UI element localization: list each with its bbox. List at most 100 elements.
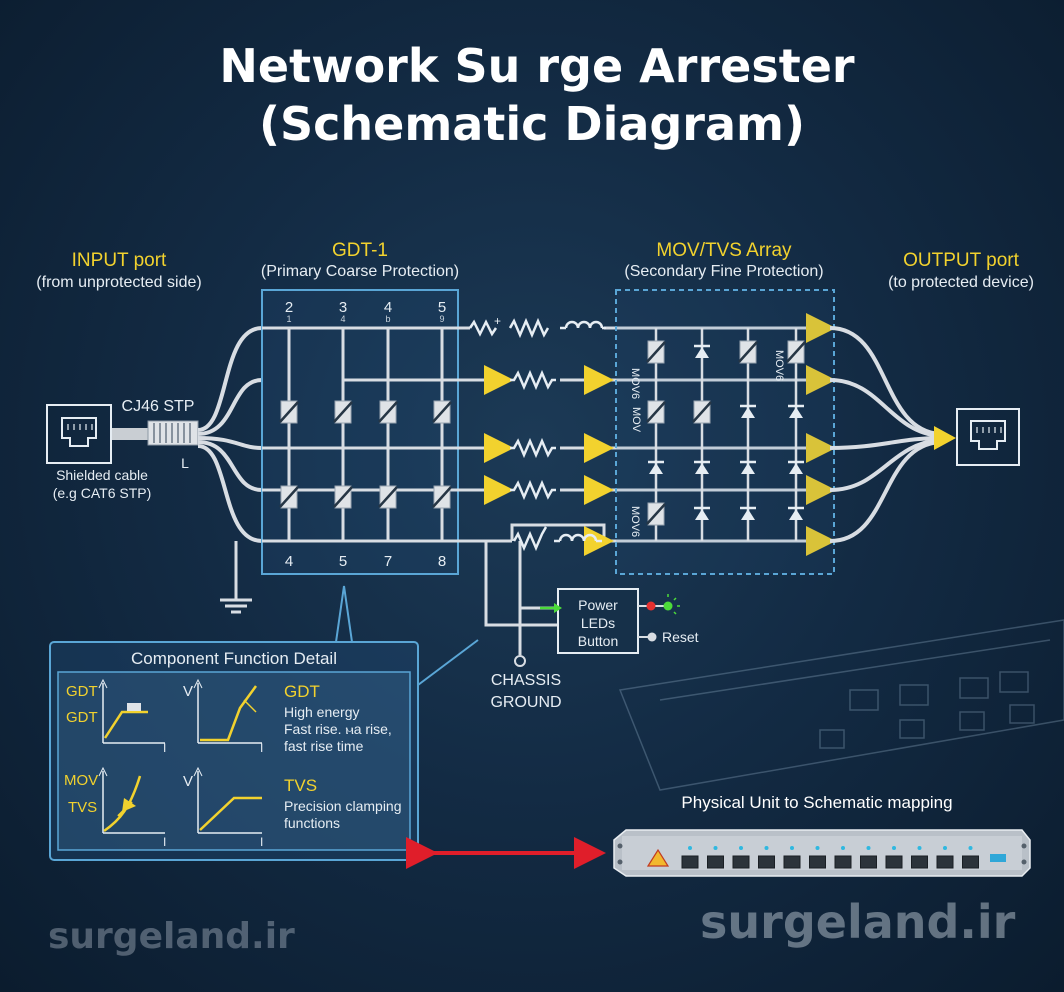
rack-port-led-icon bbox=[764, 846, 769, 850]
gdt-element-icon-slash bbox=[432, 486, 452, 508]
rack-port-icon bbox=[834, 855, 852, 869]
inductor-symbols bbox=[554, 320, 606, 543]
output-fanin-wires bbox=[829, 326, 941, 543]
gdt-bottom-pin: 8 bbox=[438, 553, 446, 570]
rack-port-icon bbox=[758, 855, 775, 869]
rack-port-led-icon bbox=[917, 846, 922, 850]
mov-sub: (Secondary Fine Protection) bbox=[624, 263, 823, 280]
detail-callout-line bbox=[417, 639, 479, 686]
power-box-line3: Button bbox=[578, 633, 618, 649]
gdt-symbols bbox=[279, 400, 452, 509]
detail-callout-pointer bbox=[334, 585, 354, 643]
input-rj45-icon bbox=[46, 404, 112, 464]
output-big-arrow bbox=[934, 426, 956, 450]
gdt-element-icon-slash bbox=[279, 401, 299, 423]
rack-port-icon bbox=[962, 855, 979, 869]
rack-port-icon bbox=[783, 855, 801, 869]
reset-button-icon[interactable] bbox=[647, 632, 657, 642]
mov-label: MOV/TVS Array bbox=[656, 240, 792, 261]
gdt-bottom-pin: 7 bbox=[384, 553, 392, 570]
reset-label: Reset bbox=[662, 629, 699, 645]
gdt-top-sub: 4 bbox=[340, 314, 345, 324]
gdt-top-sub: 9 bbox=[439, 314, 444, 324]
mapping-label: Physical Unit to Schematic mapping bbox=[681, 793, 952, 812]
graph-gdt-2 bbox=[193, 678, 262, 744]
gdt-element-icon-slash bbox=[378, 486, 398, 508]
gdt-panel bbox=[261, 289, 459, 575]
mov-icon-slash bbox=[646, 401, 666, 423]
mov-tvs-panel bbox=[615, 289, 835, 575]
gdt-bottom-pin: 5 bbox=[339, 553, 347, 570]
cable-jacket bbox=[112, 428, 150, 440]
green-arrow-head bbox=[554, 603, 562, 613]
mov-icon-slash bbox=[738, 341, 758, 363]
gdt-detail-line: Fast rise. ⲙa rise, bbox=[284, 721, 392, 737]
gdt-element-icon-slash bbox=[279, 486, 299, 508]
rack-port-led-icon bbox=[968, 846, 973, 850]
background-rack-outline bbox=[618, 619, 1064, 791]
rack-port-icon bbox=[809, 855, 826, 869]
graph1-x-label: I bbox=[163, 741, 166, 755]
graph1-y-label: GDT bbox=[66, 683, 98, 700]
gdt-detail-line: fast rise time bbox=[284, 738, 364, 754]
physical-unit-rack bbox=[613, 829, 1031, 877]
output-arrows bbox=[484, 313, 836, 556]
tvs-diode-icon bbox=[649, 463, 663, 474]
detail-title: Component Function Detail bbox=[131, 649, 337, 668]
rack-port-icon bbox=[681, 855, 699, 869]
mov-tag: MOV6 bbox=[629, 506, 641, 537]
rack-port-led-icon bbox=[739, 846, 743, 850]
tvs-detail-head: TVS bbox=[284, 776, 317, 795]
rack-port-led-icon bbox=[688, 846, 692, 850]
gdt-element-icon-slash bbox=[378, 401, 398, 423]
mov-tvs-symbols bbox=[646, 340, 806, 526]
rack-port-led-icon bbox=[943, 846, 947, 850]
tvs-diode-icon bbox=[789, 509, 803, 520]
gdt-element-icon-slash bbox=[333, 401, 353, 423]
rack-port-icon bbox=[732, 855, 750, 869]
gdt-top-pin: 5 bbox=[438, 299, 446, 316]
gdt-top-pin: 4 bbox=[384, 299, 392, 316]
rack-port-led-icon bbox=[866, 846, 871, 850]
graph2-v-label: V bbox=[183, 683, 193, 700]
connector-label: CJ46 STP bbox=[122, 398, 195, 415]
green-led-icon bbox=[663, 601, 673, 611]
mov-icon-slash bbox=[646, 503, 666, 525]
tvs-detail-line: functions bbox=[284, 815, 340, 831]
connector-pin-label: L bbox=[181, 455, 189, 471]
gdt-detail-line: High energy bbox=[284, 704, 360, 720]
graph4-v-label: V bbox=[183, 773, 193, 790]
watermark: surgeland.ir bbox=[48, 916, 295, 957]
gdt-detail-head: GDT bbox=[284, 682, 320, 701]
input-port-sub: (from unprotected side) bbox=[36, 274, 201, 291]
tvs-diode-icon bbox=[695, 509, 709, 520]
mov-tag: MOV bbox=[630, 407, 642, 433]
rack-port-icon bbox=[936, 855, 954, 869]
graph4-i-label: I bbox=[260, 835, 263, 849]
mov-tag: MOV6 bbox=[773, 350, 785, 381]
rack-port-icon bbox=[885, 855, 903, 869]
resistor-symbols bbox=[468, 317, 556, 552]
mov-icon-slash bbox=[692, 401, 712, 423]
gdt-top-pin: 3 bbox=[339, 299, 347, 316]
plus-sign: + bbox=[494, 314, 501, 328]
rack-port-led-icon bbox=[841, 846, 845, 850]
rack-port-led-icon bbox=[815, 846, 820, 850]
gdt-element-icon-slash bbox=[333, 486, 353, 508]
tvs-diode-icon bbox=[741, 463, 755, 474]
gdt-top-sub: 1 bbox=[286, 314, 291, 324]
tvs-diode-icon bbox=[789, 407, 803, 418]
rack-port-icon bbox=[707, 855, 724, 869]
detail-panel bbox=[49, 641, 419, 861]
cable-label-line2: (e.g CAT6 STP) bbox=[53, 485, 152, 501]
output-port-sub: (to protected device) bbox=[888, 274, 1034, 291]
rack-port-icon bbox=[911, 855, 928, 869]
input-fanout-wires bbox=[197, 326, 263, 543]
input-port-label: INPUT port bbox=[72, 250, 167, 271]
watermark: surgeland.ir bbox=[700, 895, 1016, 949]
power-box-line1: Power bbox=[578, 597, 618, 613]
rack-ports bbox=[681, 846, 979, 869]
led-glow-rays bbox=[667, 594, 680, 615]
